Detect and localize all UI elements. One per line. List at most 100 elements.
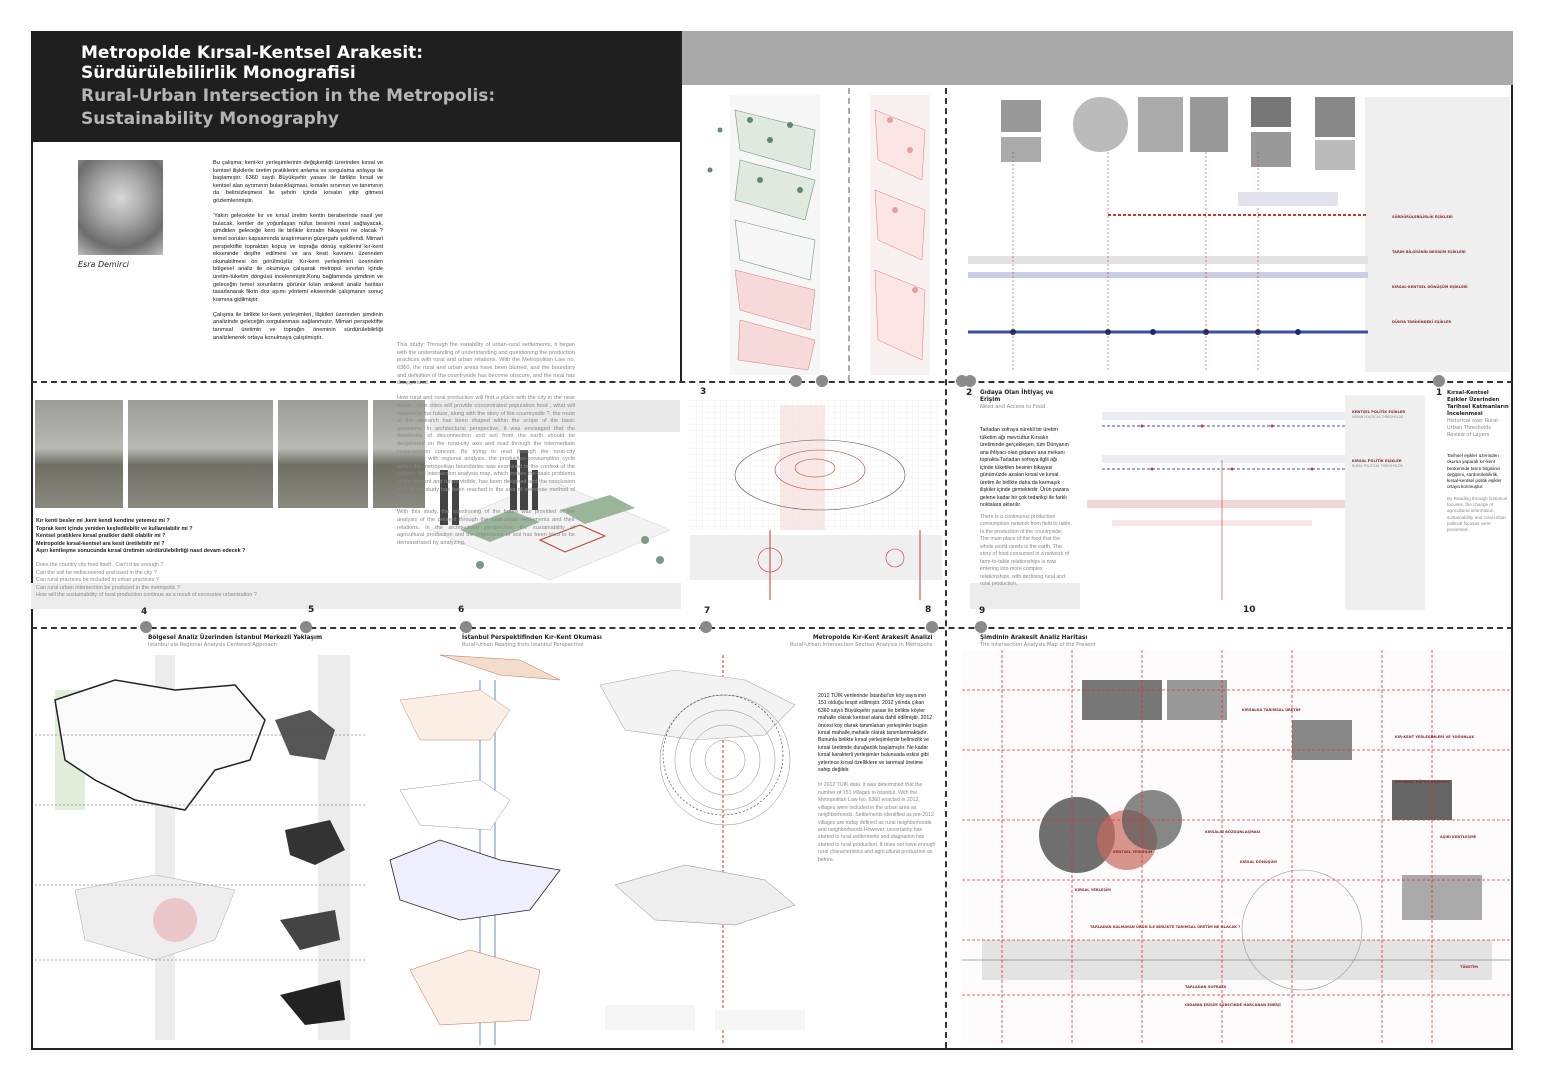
question-en-2: Can the soil be rediscovered and used in… — [36, 569, 157, 576]
section-number-6: 6 — [458, 605, 465, 615]
section-6-title: İstanbul Perspektifinden Kır-Kent Okumas… — [462, 635, 602, 641]
research-questions: Kır kenti besler mi ,kent kendi kendine … — [36, 518, 416, 600]
section-8-text-en: In 2012 TUIK data, it was determined tha… — [818, 782, 936, 863]
history-label-3: KIRSAL-KENTSEL DÖNÜŞÜM EŞİKLERİ — [1392, 285, 1468, 289]
history-label-2: TARIM BİLGİSİNİN DEĞİŞİM EŞİKLERİ — [1392, 250, 1466, 254]
section-2-text: Gıdaya Olan İhtiyaç ve Erişim Need and A… — [980, 390, 1072, 589]
marker-dot — [926, 621, 938, 633]
map-label-7: KIRSAL YERLEŞİM — [1075, 888, 1111, 892]
axonometric-city — [429, 450, 671, 580]
section-4-title: Bölgesel Analiz Üzerinden İstanbul Merke… — [148, 635, 323, 641]
section-8-text-tr: 2012 TÜİK verilerinde İstanbul'un köy sa… — [818, 693, 933, 774]
question-tr-1: Kır kenti besler mi ,kent kendi kendine … — [36, 518, 170, 524]
question-tr-5: Aşırı kentleşme sonucunda kırsal üretimi… — [36, 548, 246, 555]
section-2-text-tr: Tarladan sofraya sürekli bir üretim tüke… — [980, 427, 1069, 508]
map-label-9: TARLADAN KALMAYAN ÜRÜN İLE BİRLİKTE TARI… — [1090, 925, 1241, 929]
intro-tr: Bu çalışma; kent-kır yerleşimlerinin değ… — [213, 160, 383, 342]
section-number-10: 10 — [1243, 605, 1256, 615]
column-divider-dashed-2 — [848, 88, 850, 381]
section-number-9: 9 — [979, 606, 986, 616]
title-en-1: Rural-Urban Intersection in the Metropol… — [81, 86, 496, 106]
intro-tr-p3: Çalışma ile birlikte kır-kent yerleşimle… — [213, 311, 383, 341]
intersection-analysis-map — [962, 650, 1510, 1045]
section-number-7: 7 — [704, 606, 711, 616]
historical-timeline — [968, 97, 1368, 372]
section-number-1: 1 — [1436, 388, 1443, 398]
question-en-3: Can rural practices be included in urban… — [36, 577, 159, 584]
section-1-title: Kırsal-Kentsel Eşikler Üzerinden Tarihse… — [1447, 390, 1509, 417]
intro-tr-p2: 'Yakın gelecekte kır ve kırsal üretim ke… — [213, 213, 383, 303]
marker-dot — [300, 621, 312, 633]
intro-en-p1: This study: Through the variability of u… — [397, 342, 575, 387]
section-6-subtitle: Rural-Urban Reading from Istanbul Perspe… — [462, 642, 584, 648]
marker-dot — [1433, 375, 1445, 387]
intro-tr-p1: Bu çalışma; kent-kır yerleşimlerinin değ… — [213, 160, 383, 204]
section-number-2: 2 — [966, 388, 973, 398]
section-9-subtitle: The Intersection Analysis Map of the Pre… — [980, 642, 1096, 648]
author-portrait — [78, 160, 163, 255]
rural-threshold-label: KIRSAL POLİTİK EŞİKLER — [1352, 459, 1402, 463]
intersection-section-analysis — [599, 655, 805, 1045]
axonometric-strips — [707, 95, 930, 375]
section-8-heading: Metropolde Kır-Kent Arakesit Analizi Rur… — [790, 635, 932, 649]
question-band — [31, 583, 681, 609]
rural-threshold-label-en: RURAL POLITICAL THRESHOLDS — [1352, 464, 1403, 468]
section-8-title: Metropolde Kır-Kent Arakesit Analizi — [812, 635, 933, 641]
istanbul-regional-maps — [35, 679, 365, 1025]
section-9-heading: Şimdinin Arakesit Analiz Haritası The In… — [980, 635, 1096, 649]
marker-dot — [816, 375, 828, 387]
question-tr-2: Toprak kent içinde yeniden keşfedilebili… — [36, 525, 193, 532]
section-number-8: 8 — [925, 605, 932, 615]
map-label-5: KENTSEL YERLEŞİM — [1113, 850, 1153, 854]
poster-header: Metropolde Kırsal-Kentsel Arakesit: Sürd… — [31, 31, 681, 142]
history-label-1: SÜRDÜRÜLEBİLİRLİK EŞİKLERİ — [1392, 215, 1453, 219]
political-legend-panel — [1345, 395, 1425, 610]
section-1-text: Kırsal-Kentsel Eşikler Üzerinden Tarihse… — [1447, 390, 1509, 534]
section-1-subtitle: Historical over Rural-Urban Thresholds R… — [1447, 418, 1500, 438]
section-2-title: Gıdaya Olan İhtiyaç ve Erişim — [980, 390, 1054, 403]
history-labels: SÜRDÜRÜLEBİLİRLİK EŞİKLERİ TARIM BİLGİSİ… — [1392, 215, 1502, 325]
landscape-photo-4 — [373, 400, 425, 508]
section-9-title: Şimdinin Arakesit Analiz Haritası — [980, 635, 1088, 641]
column-divider — [680, 31, 682, 381]
marker-dot — [964, 375, 976, 387]
question-en-4: Can rural-urban intersection be produced… — [36, 584, 180, 591]
question-tr-3: Kentsel pratiklere kırsal pratikler dahi… — [36, 533, 166, 540]
map-label-8: AŞIRI KENTLEŞME — [1440, 835, 1477, 839]
political-timeline — [1087, 412, 1345, 600]
row-divider-2 — [31, 627, 1513, 629]
section-4-subtitle: Istanbul via Regional Analysis Centered … — [148, 642, 277, 648]
marker-dot — [140, 621, 152, 633]
question-en-1: Does the country city feed itself , Can'… — [36, 561, 164, 568]
history-label-4: DÜNYA TARİHİNDEKİ EŞİKLER — [1392, 320, 1452, 324]
column-divider-dashed — [945, 88, 947, 1048]
map-label-11: TÜKETİM — [1460, 965, 1478, 969]
title-tr-2: Sürdürülebilirlik Monografisi — [81, 63, 356, 83]
landscape-photo-3 — [278, 400, 368, 508]
landscape-photo-1 — [35, 400, 123, 508]
marker-dot — [975, 621, 987, 633]
timeline-legend-panel — [1365, 97, 1510, 372]
section-number-4: 4 — [141, 607, 148, 617]
map-label-6: KIRSAL DÖNÜŞÜM — [1240, 860, 1277, 864]
urban-threshold-label-en: URBAN POLITICAL THRESHOLDS — [1352, 415, 1404, 419]
section-2-subtitle: Need and Access to Food — [980, 404, 1046, 410]
section-2-text-en: There is a continuous production consump… — [980, 513, 1072, 588]
section-1-text-en: By Reading through historical focuses, t… — [1447, 495, 1508, 533]
row-divider-1 — [31, 381, 1513, 383]
section-number-5: 5 — [308, 605, 315, 615]
title-tr-1: Metropolde Kırsal-Kentsel Arakesit: — [81, 43, 424, 63]
section-4-heading: Bölgesel Analiz Üzerinden İstanbul Merke… — [148, 635, 322, 649]
gray-bar — [430, 400, 680, 432]
marker-dot — [700, 621, 712, 633]
map-label-4: KIRSALIN BOZGUNLAŞMASI — [1205, 830, 1261, 834]
intro-en-p2: How rural and rural production will find… — [397, 395, 575, 501]
marker-dot — [790, 375, 802, 387]
section-number-3: 3 — [700, 387, 707, 397]
urban-threshold-label: KENTSEL POLİTİK EŞİKLER — [1352, 410, 1406, 414]
title-en-2: Sustainability Monography — [81, 109, 339, 129]
section-8-subtitle: Rural-Urban Intersection Section Analysi… — [790, 642, 933, 648]
political-labels: KENTSEL POLİTİK EŞİKLER URBAN POLITICAL … — [1352, 410, 1405, 468]
section-1-text-tr: Tarihsel eşikler üzerinden okuma yaparak… — [1447, 453, 1502, 490]
header-gray-band — [681, 31, 1513, 85]
